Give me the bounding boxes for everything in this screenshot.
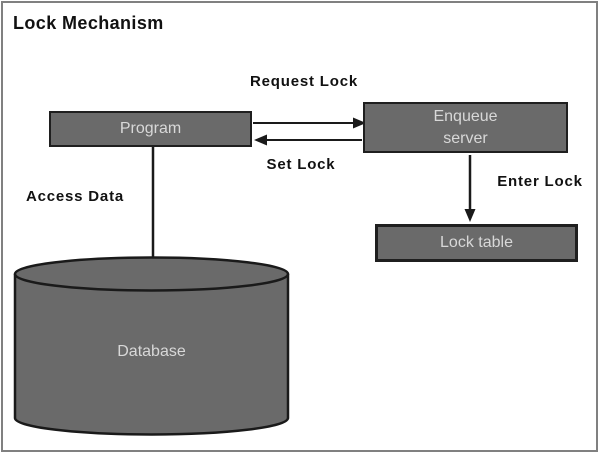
lock-table-label: Lock table [440, 234, 513, 252]
database-label: Database [117, 343, 186, 360]
lock-table-node: Lock table [375, 224, 578, 262]
enqueue-server-node: Enqueue server [363, 102, 568, 153]
enqueue-server-label-line1: Enqueue [433, 107, 498, 125]
request-lock-label: Request Lock [250, 73, 358, 90]
database-node: Database [13, 255, 290, 437]
enter-lock-label: Enter Lock [497, 173, 583, 190]
program-node-label: Program [119, 120, 182, 138]
database-cylinder-icon [13, 256, 290, 436]
diagram-title: Lock Mechanism [13, 13, 164, 33]
set-lock-label: Set Lock [266, 156, 336, 173]
enqueue-server-label-line2: server [443, 129, 488, 147]
program-node: Program [49, 111, 252, 147]
access-data-label: Access Data [25, 188, 125, 205]
